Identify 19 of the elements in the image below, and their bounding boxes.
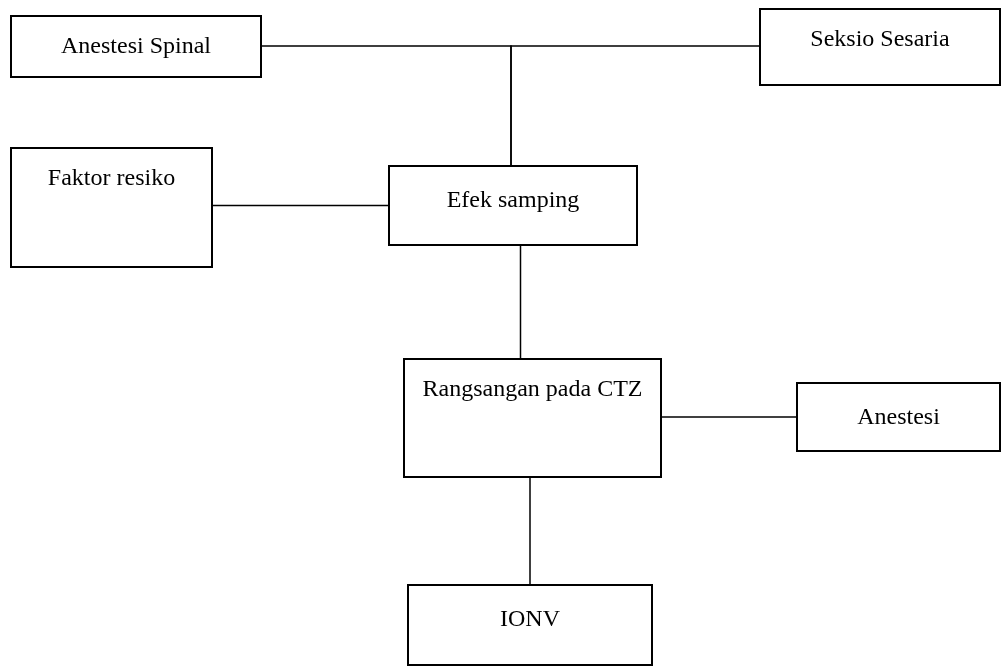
connector-line <box>519 245 522 359</box>
process-box <box>10 15 262 78</box>
box-label: Rangsangan pada CTZ <box>421 374 644 403</box>
connector-line <box>510 45 760 166</box>
connector-line <box>212 204 389 207</box>
box-label: Anestesi Spinal <box>60 31 212 60</box>
box-label: Anestesi <box>856 402 941 431</box>
connector-line <box>529 477 531 585</box>
connector-line <box>661 416 797 418</box>
process-box <box>10 147 213 268</box>
box-label: Seksio Sesaria <box>809 24 951 53</box>
process-box <box>407 584 653 666</box>
process-box <box>759 8 1001 86</box>
process-box <box>403 358 662 478</box>
box-label: Faktor resiko <box>46 163 177 192</box>
box-label: IONV <box>499 604 561 633</box>
process-box <box>796 382 1001 452</box>
box-label: Efek samping <box>445 185 581 214</box>
process-box <box>388 165 638 246</box>
